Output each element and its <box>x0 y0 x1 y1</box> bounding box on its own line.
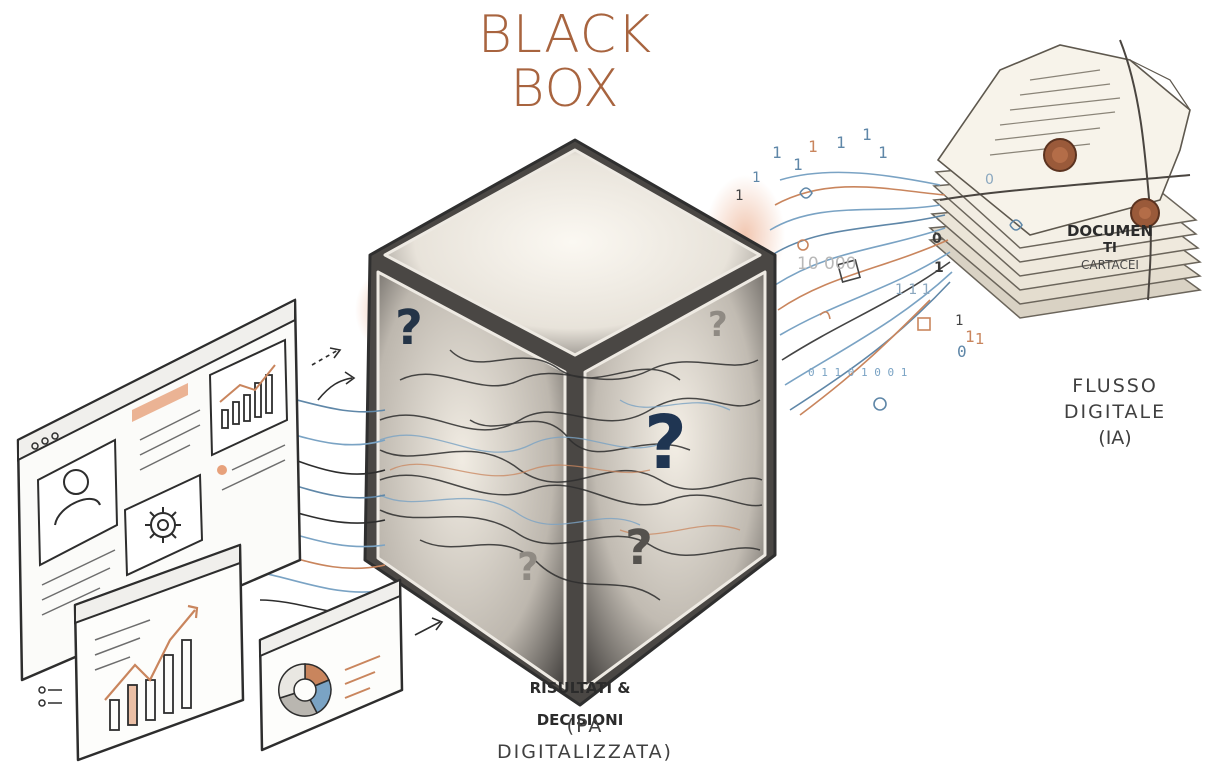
binary-digit: 1 <box>975 330 985 348</box>
svg-text:0: 0 <box>957 342 967 361</box>
question-mark-icon: ? <box>517 545 539 589</box>
connector-icon <box>39 687 62 706</box>
results-label-line-1: RISULTATI & <box>500 672 660 704</box>
svg-text:1: 1 <box>793 155 803 174</box>
title-line-2: BOX <box>445 62 685 116</box>
svg-text:1: 1 <box>752 170 760 186</box>
pa-label: (PA DIGITALIZZATA) <box>470 713 700 765</box>
svg-text:1: 1 <box>955 313 963 329</box>
binary-digit: 0 <box>985 172 994 188</box>
svg-text:0 1 1 0 1 0 0 1: 0 1 1 0 1 0 0 1 <box>808 366 907 379</box>
cube-icon <box>365 140 775 705</box>
question-mark-icon: ? <box>644 400 687 486</box>
pa-label-line-2: DIGITALIZZATA) <box>470 739 700 765</box>
svg-text:1: 1 <box>878 143 888 162</box>
flow-label-line-2: DIGITALE <box>1045 399 1185 425</box>
documents-label-line-2: TI <box>1055 240 1165 257</box>
svg-text:1: 1 <box>772 143 782 162</box>
question-mark-icon: ? <box>625 520 653 576</box>
question-mark-icon: ? <box>395 300 423 356</box>
svg-text:1: 1 <box>862 125 872 144</box>
flow-label-line-3: (IA) <box>1045 425 1185 451</box>
flow-label-line-1: FLUSSO <box>1045 373 1185 399</box>
pa-label-line-1: (PA <box>470 713 700 739</box>
title-line-1: BLACK <box>445 8 685 62</box>
documents-label: DOCUMEN TI CARTACEI <box>1055 223 1165 274</box>
document-stack-icon <box>930 40 1200 318</box>
pie-chart-icon <box>260 580 402 750</box>
svg-text:1: 1 <box>735 188 743 204</box>
binary-digit: 1 <box>934 260 944 276</box>
svg-text:1: 1 <box>836 133 846 152</box>
binary-digit: 1 1 1 <box>895 282 931 298</box>
flow-label: FLUSSO DIGITALE (IA) <box>1045 373 1185 451</box>
svg-text:1: 1 <box>808 137 818 156</box>
binary-digit: 0 <box>932 231 942 247</box>
documents-label-line-3: CARTACEI <box>1055 257 1165 274</box>
page-title: BLACK BOX <box>445 8 685 116</box>
binary-number: 10 000 <box>797 254 856 274</box>
documents-label-line-1: DOCUMEN <box>1055 223 1165 240</box>
question-mark-icon: ? <box>708 305 728 345</box>
